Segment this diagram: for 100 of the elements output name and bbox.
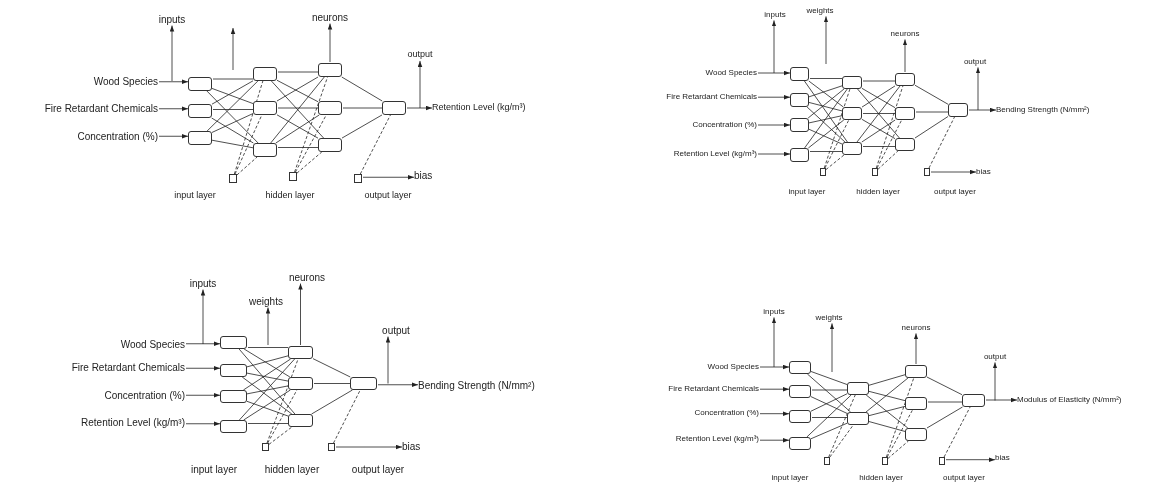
node-label: Fire Retardant Chemicals: [71, 361, 185, 373]
neuron-box: [318, 138, 342, 152]
connection-line: [243, 389, 291, 421]
node-label: weights: [806, 6, 834, 16]
connection-line: [914, 116, 949, 139]
connection-line: [236, 156, 258, 176]
node-label: weights: [249, 295, 283, 307]
connection-line: [211, 88, 254, 104]
bias-square: [820, 168, 826, 176]
connection-line: [247, 423, 289, 424]
node-label: Retention Level (kg/m³): [81, 416, 185, 428]
neuron-box: [789, 361, 811, 374]
neuron-box: [253, 143, 277, 157]
neuron-box: [842, 142, 862, 155]
connection-line: [804, 88, 848, 149]
neuron-box: [790, 118, 809, 132]
connection-line: [359, 114, 391, 175]
node-label: Retention Level (kg/m³): [673, 149, 757, 159]
connection-line: [277, 71, 319, 73]
node-label: bias: [995, 453, 1010, 463]
node-label: output: [382, 324, 410, 336]
connection-line: [868, 421, 906, 432]
layer-label: hidden layer: [264, 463, 320, 475]
connection-line: [943, 406, 971, 458]
neuron-box: [790, 67, 809, 81]
connection-line: [886, 377, 915, 458]
connection-line: [243, 348, 291, 378]
bias-square: [328, 443, 335, 451]
connection-line: [211, 117, 254, 144]
neuron-box: [905, 397, 927, 410]
neuron-box: [790, 93, 809, 107]
layer-label: output layer: [943, 473, 985, 483]
connection-line: [234, 80, 264, 175]
neuron-box: [220, 420, 247, 433]
connection-line: [829, 424, 854, 458]
node-label: Fire Retardant Chemicals: [44, 102, 158, 114]
connection-line: [928, 116, 955, 169]
node-label: Modulus of Elasticity (N/mm²): [1017, 395, 1122, 405]
connection-line: [311, 389, 353, 415]
connection-line: [811, 389, 848, 391]
connection-line: [868, 405, 906, 417]
node-label: Wood Species: [705, 68, 757, 78]
connection-line: [886, 409, 913, 458]
node-label: Concentration (%): [692, 120, 757, 130]
connection-line: [808, 85, 843, 98]
connection-line: [926, 376, 963, 396]
neuron-box: [842, 76, 862, 89]
connection-line: [212, 109, 254, 110]
neuron-box: [789, 385, 811, 398]
node-label: neurons: [311, 11, 349, 23]
connection-line: [810, 422, 848, 440]
connection-line: [247, 347, 289, 348]
bias-square: [872, 168, 878, 176]
connection-line: [868, 374, 906, 386]
connection-line: [887, 440, 909, 459]
node-label: output: [407, 50, 433, 60]
neuron-box: [382, 101, 406, 115]
node-label: inputs: [189, 277, 217, 289]
neuron-box: [962, 394, 985, 407]
connection-line: [277, 147, 319, 148]
neuron-box: [220, 364, 247, 377]
layer-label: input layer: [771, 473, 809, 483]
connection-line: [875, 85, 904, 169]
neuron-box: [318, 101, 342, 115]
layer-label: output layer: [364, 191, 412, 201]
node-label: neurons: [890, 29, 920, 39]
neuron-box: [895, 138, 915, 151]
neuron-box: [905, 428, 927, 441]
layer-label: input layer: [788, 187, 826, 197]
connection-line: [206, 90, 259, 144]
connection-line: [241, 376, 293, 415]
connection-line: [865, 377, 909, 413]
connection-line: [808, 102, 843, 112]
neuron-box: [350, 377, 377, 390]
connection-line: [277, 107, 319, 109]
node-label: Bending Strength (N/mm²): [418, 379, 535, 391]
bias-square: [289, 172, 297, 181]
connection-line: [806, 394, 852, 438]
connection-line: [927, 401, 963, 403]
connection-line: [824, 119, 850, 169]
connection-line: [807, 88, 845, 119]
neuron-box: [220, 390, 247, 403]
connection-line: [211, 80, 254, 105]
layer-label: input layer: [190, 463, 238, 475]
connection-line: [296, 151, 323, 174]
connection-line: [341, 76, 383, 102]
bias-square: [354, 174, 362, 183]
connection-line: [246, 355, 289, 368]
neuron-box: [847, 412, 869, 425]
neuron-box: [790, 148, 809, 162]
node-label: Wood Species: [707, 362, 759, 372]
neuron-box: [253, 67, 277, 81]
connection-line: [825, 154, 845, 170]
node-label: neurons: [288, 271, 326, 283]
connection-line: [862, 80, 896, 82]
connection-line: [808, 128, 843, 145]
neuron-box: [253, 101, 277, 115]
connection-line: [206, 80, 259, 132]
connection-line: [295, 114, 327, 173]
connection-line: [926, 406, 963, 429]
